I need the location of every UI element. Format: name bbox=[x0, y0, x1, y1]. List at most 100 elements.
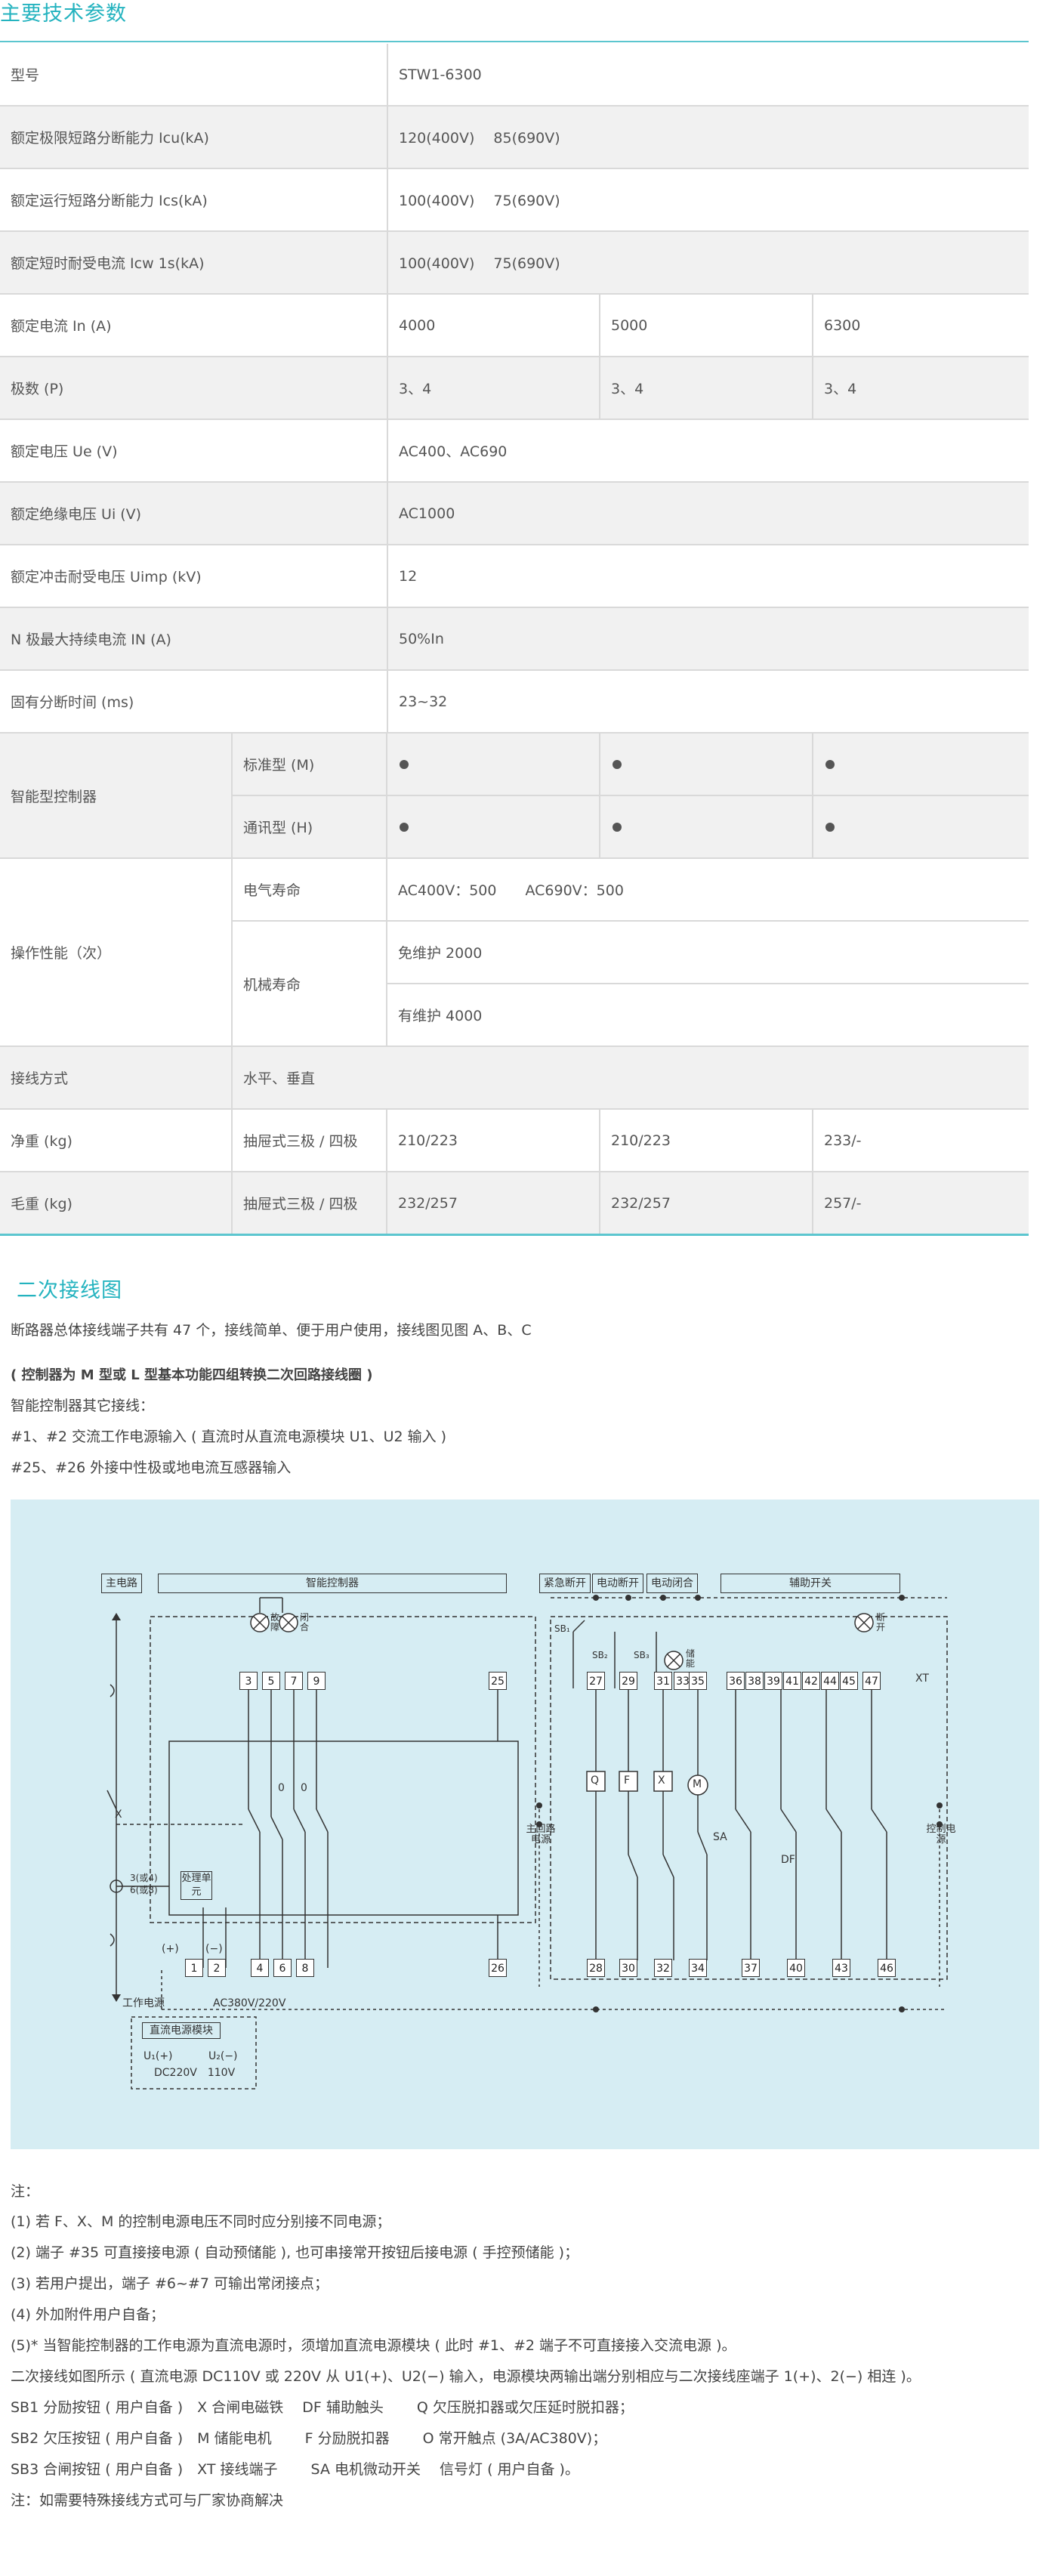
terminal-top: 35 bbox=[689, 1672, 707, 1690]
controller-mark bbox=[811, 795, 1029, 859]
spec-row-value: 50%In bbox=[232, 607, 1029, 671]
dc-module-dashed-box bbox=[131, 2016, 257, 2090]
mechanical-free-value: 免维护 2000 bbox=[385, 921, 1029, 984]
lamp-fault-label: 故障 bbox=[270, 1612, 280, 1633]
controller-sub-label: 标准型 (M) bbox=[231, 733, 387, 796]
terminal-bottom: 6 bbox=[273, 1959, 292, 1977]
controller-mark bbox=[811, 733, 1029, 796]
weight-label: 毛重 (kg) bbox=[0, 1172, 232, 1236]
main-contact bbox=[106, 1790, 117, 1810]
spec-row-label: N 极最大持续电流 IN (A) bbox=[0, 607, 232, 671]
terminal-top: 29 bbox=[619, 1672, 637, 1690]
spec-row-label: 额定绝缘电压 Ui (V) bbox=[0, 482, 232, 545]
terminal-bottom: 1 bbox=[185, 1959, 203, 1977]
terminal-top: 44 bbox=[821, 1672, 839, 1690]
spec-row-value: 100(400V) 75(690V) bbox=[232, 168, 1029, 232]
controller-mark bbox=[599, 795, 813, 859]
terminal-bottom: 30 bbox=[619, 1959, 637, 1977]
operation-label: 操作性能（次） bbox=[0, 858, 232, 1047]
lamp-icons bbox=[250, 1613, 874, 1670]
main-break-lower bbox=[110, 1933, 115, 1947]
terminal-bottom: 34 bbox=[689, 1959, 707, 1977]
controller-box bbox=[168, 1740, 519, 1916]
spec-row-controller: 智能型控制器标准型 (M) bbox=[0, 733, 1029, 859]
terminal-bottom: 46 bbox=[878, 1959, 896, 1977]
note-item: SB2 欠压按钮 ( 用户自备 ) M 储能电机 F 分励脱扣器 O 常开触点 … bbox=[11, 2430, 607, 2447]
spec-row-label: 额定极限短路分断能力 Icu(kA) bbox=[0, 106, 232, 169]
terminal-top: 9 bbox=[307, 1672, 326, 1690]
controller-dashed-box bbox=[150, 1616, 536, 1923]
secondary-section-title: 二次接线图 bbox=[17, 1279, 122, 1302]
notes-title: 注： bbox=[11, 2183, 40, 2200]
terminal-top: 39 bbox=[764, 1672, 782, 1690]
terminal-bottom: 4 bbox=[251, 1959, 269, 1977]
terminal-top: 45 bbox=[840, 1672, 858, 1690]
lamp-store-label: 储能 bbox=[686, 1648, 696, 1669]
coil-q: Q bbox=[591, 1774, 600, 1787]
spec-row-operation: 有维护 4000 bbox=[0, 984, 1029, 1047]
main-circuit-power-label: 主回路电源 bbox=[526, 1824, 556, 1846]
spec-row-label: 额定运行短路分断能力 Ics(kA) bbox=[0, 168, 232, 232]
note-item: 注：如需要特殊接线方式可与厂家协商解决 bbox=[11, 2492, 284, 2509]
secondary-intro: 断路器总体接线端子共有 47 个，接线简单、便于用户使用，接线图见图 A、B、C bbox=[11, 1322, 532, 1339]
note-item: SB1 分励按钮 ( 用户自备 ) X 合闸电磁铁 DF 辅助触头 Q 欠压脱扣… bbox=[11, 2399, 634, 2416]
spec-row-label: 固有分断时间 (ms) bbox=[0, 670, 232, 734]
spec-row-wiring: 接线方式水平、垂直 bbox=[0, 1046, 1029, 1110]
terminal-top: 36 bbox=[727, 1672, 745, 1690]
spec-row-label: 额定电流 In (A) bbox=[0, 294, 232, 357]
header-intelligent-controller: 智能控制器 bbox=[158, 1574, 507, 1593]
processing-unit: 处理单元 bbox=[181, 1871, 212, 1900]
controller-mark bbox=[386, 795, 600, 859]
electrical-life-label: 电气寿命 bbox=[231, 858, 387, 922]
spec-row: 额定电压 Ue (V)AC400、AC690 bbox=[0, 419, 1029, 483]
note-item: (4) 外加附件用户自备； bbox=[11, 2306, 165, 2323]
spec-row-value: 120(400V) 85(690V) bbox=[232, 106, 1029, 169]
terminal-bottom: 26 bbox=[489, 1959, 507, 1977]
spec-row-controller: 通讯型 (H) bbox=[0, 795, 1029, 859]
wiring-value: 水平、垂直 bbox=[230, 1046, 1029, 1110]
controller-sub-label: 通讯型 (H) bbox=[231, 795, 387, 859]
bullet-icon bbox=[613, 759, 622, 769]
header-main-circuit: 主电路 bbox=[101, 1574, 142, 1593]
control-power-label: 控制电源 bbox=[926, 1824, 956, 1846]
header-emergency-off: 紧急断开 bbox=[539, 1574, 591, 1593]
secondary-subtitle: ( 控制器为 M 型或 L 型基本功能四组转换二次回路接线圈 ) bbox=[11, 1367, 373, 1383]
u2-label: U₂(−) bbox=[208, 2050, 238, 2062]
spec-row-value: 6300 bbox=[811, 294, 1029, 357]
weight-value: 232/257 bbox=[599, 1172, 813, 1236]
note-item: (5)* 当智能控制器的工作电源为直流电源时，须增加直流电源模块 ( 此时 #1… bbox=[11, 2337, 736, 2354]
spec-row-label: 额定短时耐受电流 Icw 1s(kA) bbox=[0, 231, 232, 295]
note-item: 二次接线如图所示 ( 直流电源 DC110V 或 220V 从 U1(+)、U2… bbox=[11, 2368, 921, 2385]
terminal-bottom: 2 bbox=[208, 1959, 226, 1977]
note-item: SB3 合闸按钮 ( 用户自备 ) XT 接线端子 SA 电机微动开关 信号灯 … bbox=[11, 2461, 579, 2478]
header-electric-open: 电动断开 bbox=[592, 1574, 643, 1593]
dc-voltage-label: DC220V 110V bbox=[154, 2067, 236, 2079]
mechanical-life-label: 机械寿命 bbox=[231, 921, 387, 1047]
terminal-top: 41 bbox=[783, 1672, 801, 1690]
lamp-close-label: 闭合 bbox=[300, 1612, 310, 1633]
x-label: X bbox=[115, 1808, 122, 1821]
spec-row-label: 额定冲击耐受电压 Uimp (kV) bbox=[0, 545, 232, 608]
controller-mark bbox=[386, 733, 600, 796]
spec-row-value: 4000 bbox=[232, 294, 600, 357]
xt-label: XT bbox=[915, 1673, 929, 1685]
dc-module-box: 直流电源模块 bbox=[142, 2022, 221, 2039]
ct-label-2: 6(或8) bbox=[130, 1885, 158, 1895]
terminal-bottom: 43 bbox=[832, 1959, 850, 1977]
note-item: (3) 若用户提出，端子 #6~#7 可输出常闭接点； bbox=[11, 2275, 329, 2292]
terminal-bottom: 37 bbox=[742, 1959, 760, 1977]
controller-label: 智能型控制器 bbox=[0, 733, 232, 859]
terminal-bottom: 40 bbox=[787, 1959, 805, 1977]
spec-row: 额定绝缘电压 Ui (V)AC1000 bbox=[0, 482, 1029, 545]
work-power-label: 工作电源 bbox=[122, 1997, 165, 2009]
terminal-top: 27 bbox=[587, 1672, 605, 1690]
header-aux-switch: 辅助开关 bbox=[721, 1574, 900, 1593]
weight-label: 净重 (kg) bbox=[0, 1109, 232, 1172]
sa-label: SA bbox=[713, 1831, 727, 1843]
